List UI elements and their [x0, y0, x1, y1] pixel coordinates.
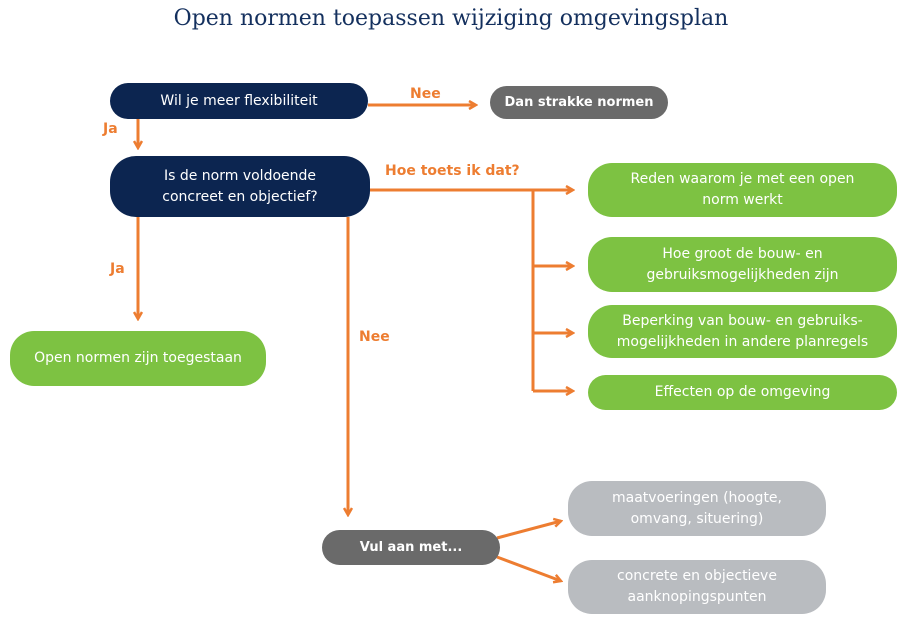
label-nee-2: Nee [359, 329, 390, 345]
label-nee-1: Nee [410, 86, 441, 102]
test-size-node: Hoe groot de bouw- en gebruiksmogelijkhe… [588, 237, 897, 292]
label-ja-1: Ja [103, 121, 118, 137]
supplement-dimensions-node: maatvoeringen (hoogte, omvang, situering… [568, 481, 826, 536]
supplement-anchors-node: concrete en objectieve aanknopingspunten [568, 560, 826, 614]
arrow-sup2 [496, 555, 561, 581]
test-restriction-node: Beperking van bouw- en gebruiks-mogelijk… [588, 305, 897, 358]
arrow-sup1 [496, 521, 561, 540]
diagram-title: Open normen toepassen wijziging omgeving… [173, 6, 729, 31]
test-effects-node: Effecten op de omgeving [588, 375, 897, 410]
test-reason-node: Reden waarom je met een open norm werkt [588, 163, 897, 217]
question-concrete: Is de norm voldoende concreet en objecti… [110, 156, 370, 217]
label-how-to-test: Hoe toets ik dat? [385, 163, 520, 179]
question-flexibility: Wil je meer flexibiliteit [110, 83, 368, 119]
strict-norms-node: Dan strakke normen [490, 86, 668, 119]
label-ja-2: Ja [110, 261, 125, 277]
supplement-node: Vul aan met... [322, 530, 500, 565]
open-norms-allowed-node: Open normen zijn toegestaan [10, 331, 266, 386]
